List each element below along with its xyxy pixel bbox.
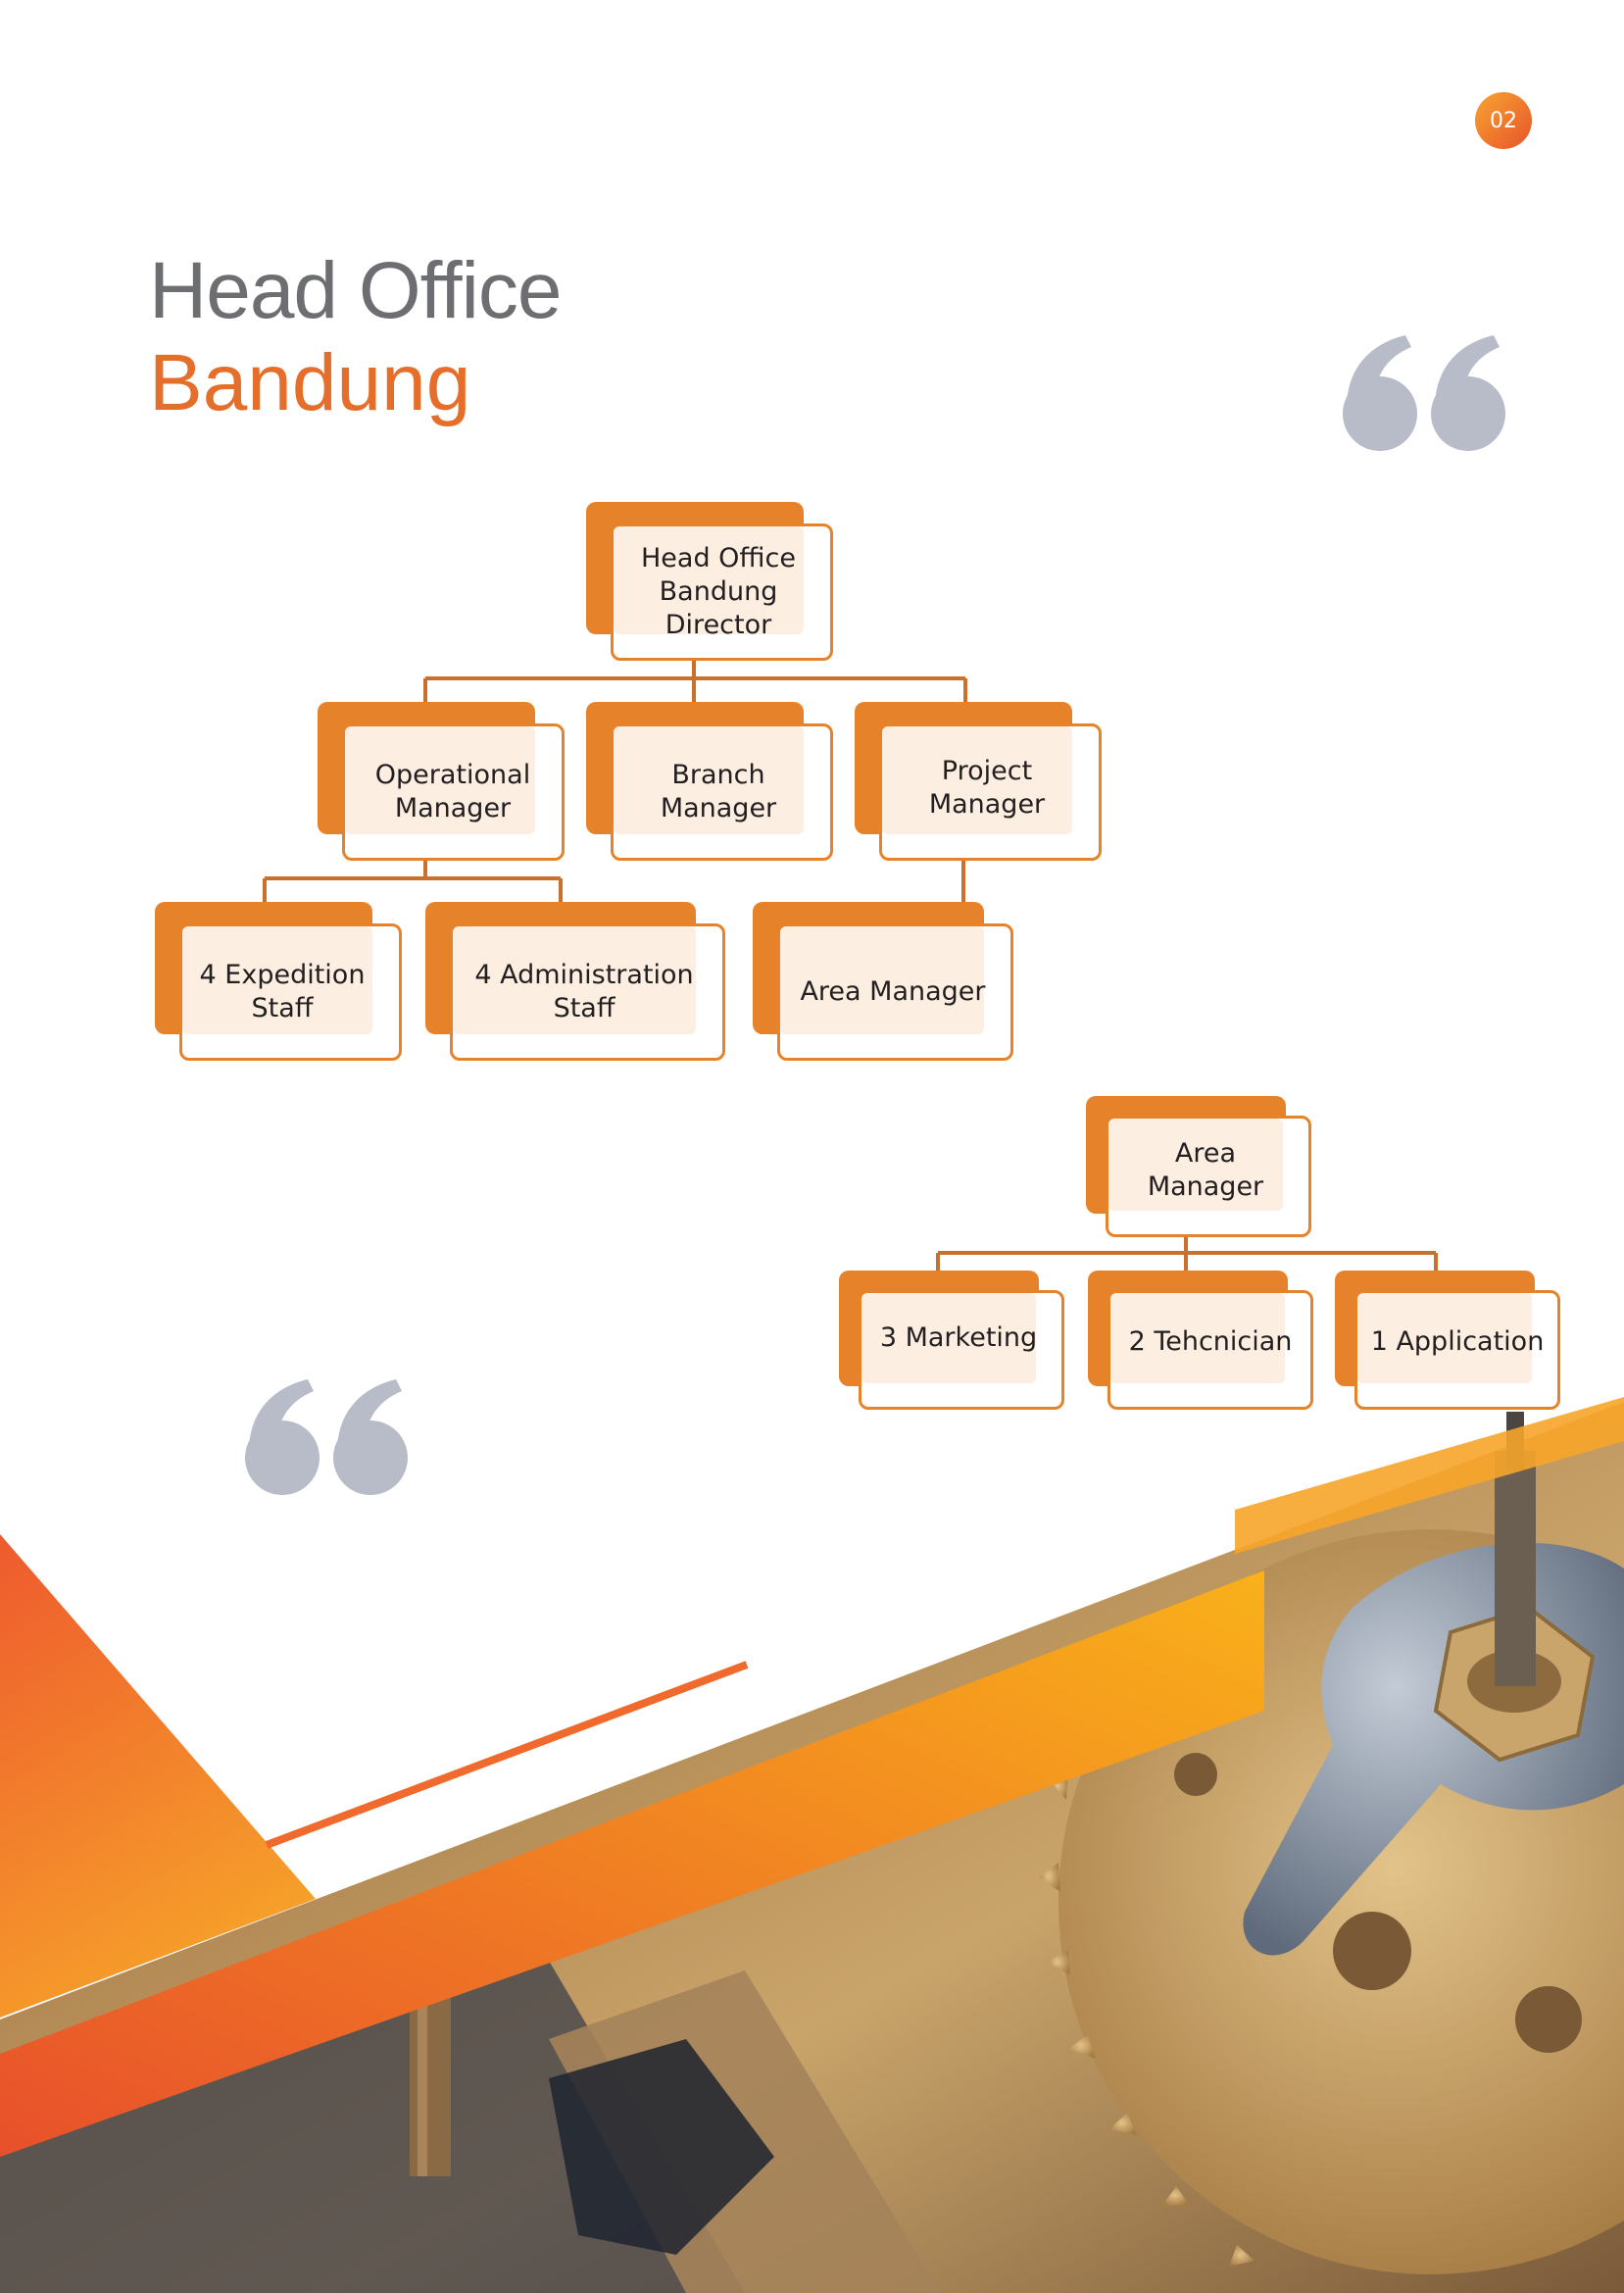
node-marketing: 3 Marketing (839, 1271, 1064, 1410)
node-director: Head Office Bandung Director (586, 502, 833, 661)
node-label: 1 Application (1370, 1326, 1545, 1358)
node-label: Project Manager (928, 756, 1046, 820)
node-application: 1 Application (1335, 1271, 1560, 1410)
node-area-manager-team-lead: Area Manager (1086, 1096, 1311, 1237)
node-administration-staff: 4 Administration Staff (425, 902, 725, 1061)
node-label: Area Manager (800, 976, 986, 1008)
node-branch-manager: Branch Manager (586, 702, 833, 861)
node-label: Area Manager (1147, 1138, 1264, 1202)
node-area-manager: Area Manager (753, 902, 1013, 1061)
node-label: 3 Marketing (879, 1322, 1038, 1354)
node-label: 2 Tehcnician (1128, 1326, 1293, 1358)
node-label: 4 Expedition Staff (199, 960, 366, 1023)
left-double-quote-icon (1343, 335, 1505, 451)
page-title-line1: Head Office (149, 246, 563, 335)
node-label: Branch Manager (660, 760, 777, 823)
node-project-manager: Project Manager (855, 702, 1102, 861)
page-number-badge: 02 (1475, 92, 1532, 149)
page-title-line2: Bandung (149, 338, 471, 427)
left-double-quote-icon (245, 1379, 408, 1495)
node-technician: 2 Tehcnician (1088, 1271, 1313, 1410)
node-label: 4 Administration Staff (474, 960, 694, 1023)
node-expedition-staff: 4 Expedition Staff (155, 902, 402, 1061)
node-label: Head Office Bandung Director (641, 543, 796, 640)
node-label: Operational Manager (374, 760, 531, 823)
node-operational-manager: Operational Manager (318, 702, 565, 861)
